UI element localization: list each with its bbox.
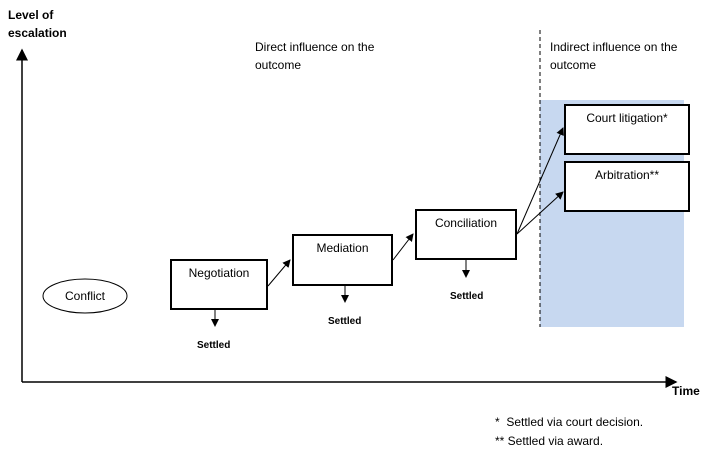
court-litigation-label: Court litigation* [586, 111, 668, 125]
y-axis-label: Level of escalation [8, 8, 67, 40]
settled-label-mediation: Settled [328, 316, 362, 327]
arrow-conciliation-to-arbitration [516, 191, 564, 235]
court-litigation-box: Court litigation* [564, 104, 690, 155]
settled-label-conciliation: Settled [450, 291, 484, 302]
x-axis-label: Time [672, 384, 700, 398]
arrow-conciliation-to-court [516, 127, 564, 235]
footnote-award: ** Settled via award. [495, 434, 604, 448]
settled-label-negotiation: Settled [197, 340, 231, 351]
arbitration-box: Arbitration** [564, 161, 690, 212]
direct-influence-label: Direct influence on the outcome [255, 40, 375, 72]
conciliation-label: Conciliation [434, 216, 498, 230]
negotiation-label: Negotiation [188, 266, 250, 280]
arrow-mediation-to-conciliation [392, 233, 414, 261]
negotiation-box: Negotiation [170, 259, 268, 310]
arrow-negotiation-to-mediation [267, 259, 291, 287]
mediation-label: Mediation [316, 241, 369, 255]
mediation-box: Mediation [292, 234, 393, 286]
indirect-influence-label: Indirect influence on the outcome [550, 40, 678, 72]
conciliation-box: Conciliation [415, 209, 517, 260]
conflict-ellipse [42, 278, 128, 314]
arbitration-label: Arbitration** [594, 168, 660, 182]
conflict-label: Conflict [64, 289, 105, 303]
footnote-court: * Settled via court decision. [495, 415, 644, 429]
